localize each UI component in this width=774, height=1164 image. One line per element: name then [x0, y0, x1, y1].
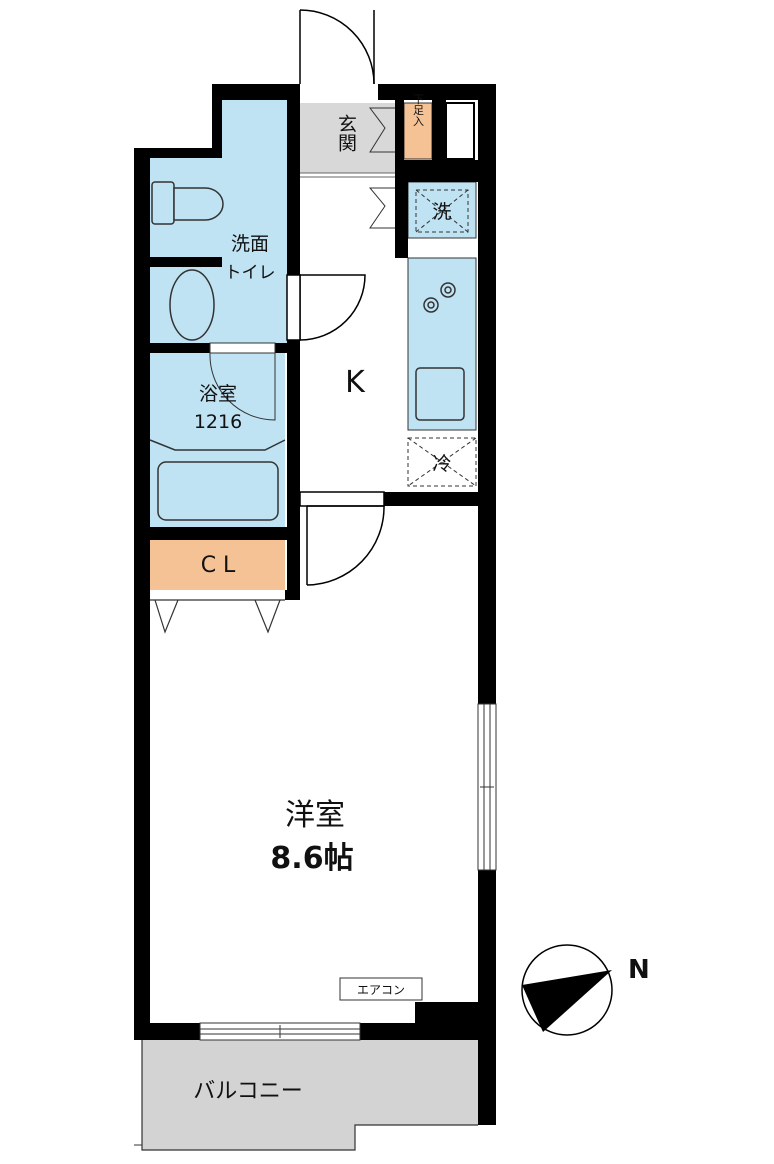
- compass-label: N: [628, 955, 650, 985]
- fridge-label: 冷: [432, 453, 451, 475]
- western-room-label: 洋室: [285, 798, 345, 833]
- balcony-outline: [141, 1040, 478, 1151]
- bathtub-icon: [149, 439, 286, 521]
- compass: N: [521, 944, 650, 1036]
- bath-label-1: 浴室: [199, 383, 237, 405]
- washroom-door: [286, 274, 366, 341]
- closet-doors: [150, 599, 285, 634]
- western-room-size: 8.6帖: [270, 841, 353, 876]
- entrance-door: [299, 9, 375, 85]
- washer-dashes: [415, 189, 469, 233]
- aircon-label: エアコン: [357, 983, 405, 997]
- shoe-cabinet-doors: [368, 107, 395, 229]
- shoe-box: [403, 102, 433, 160]
- washroom-label-2: トイレ: [225, 263, 276, 283]
- washbasin-icon: [169, 269, 215, 341]
- sink-icon: [415, 367, 465, 421]
- entrance-step: [300, 172, 395, 178]
- balcony-floor: [142, 1040, 478, 1150]
- washroom-label-1: 洗面: [231, 233, 269, 255]
- bath-label-2: 1216: [194, 411, 242, 433]
- toilet-icon: [151, 181, 224, 225]
- fridge-space: [407, 437, 477, 487]
- aircon-box: [339, 977, 423, 1001]
- shoe-box-label: 下足入: [412, 94, 425, 127]
- balcony-window: [199, 1022, 361, 1041]
- bath-door: [209, 342, 276, 421]
- closet: [150, 540, 285, 590]
- kitchen-label: K: [345, 365, 366, 400]
- stove-icon: [423, 282, 456, 313]
- room-door: [299, 491, 385, 586]
- balcony-label: バルコニー: [193, 1079, 303, 1104]
- walls: [134, 84, 496, 1125]
- washer-label: 洗: [432, 201, 451, 223]
- right-window: [477, 703, 497, 871]
- entrance-label: 玄関: [335, 114, 357, 152]
- closet-label: C L: [201, 553, 236, 578]
- shoe-box-right-cavity: [445, 102, 475, 160]
- compass-needle-icon: [522, 970, 612, 1032]
